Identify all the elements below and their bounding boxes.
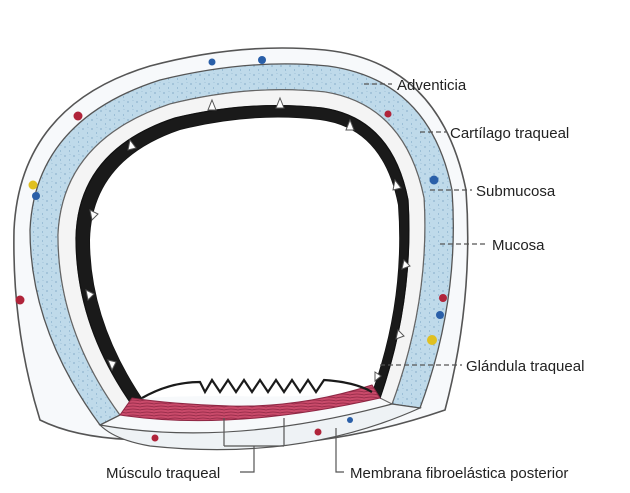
label-submucosa: Submucosa — [476, 183, 556, 200]
label-membrana-fibroelastica: Membrana fibroelástica posterior — [350, 465, 568, 482]
posterior-mucosa-folds — [141, 377, 373, 399]
leader-lines — [223, 83, 488, 473]
label-mucosa: Mucosa — [492, 237, 545, 254]
musculo-traqueal-band — [119, 384, 381, 422]
label-cartilago-traqueal: Cartílago traqueal — [450, 125, 569, 142]
membrana-layer — [98, 403, 423, 451]
lumen — [90, 117, 400, 399]
label-adventicia: Adventicia — [397, 77, 467, 94]
vessels — [15, 56, 447, 442]
glandula-ducts — [85, 96, 411, 383]
label-musculo-traqueal: Músculo traqueal — [106, 465, 220, 482]
label-glandula-traqueal: Glándula traqueal — [466, 358, 584, 375]
